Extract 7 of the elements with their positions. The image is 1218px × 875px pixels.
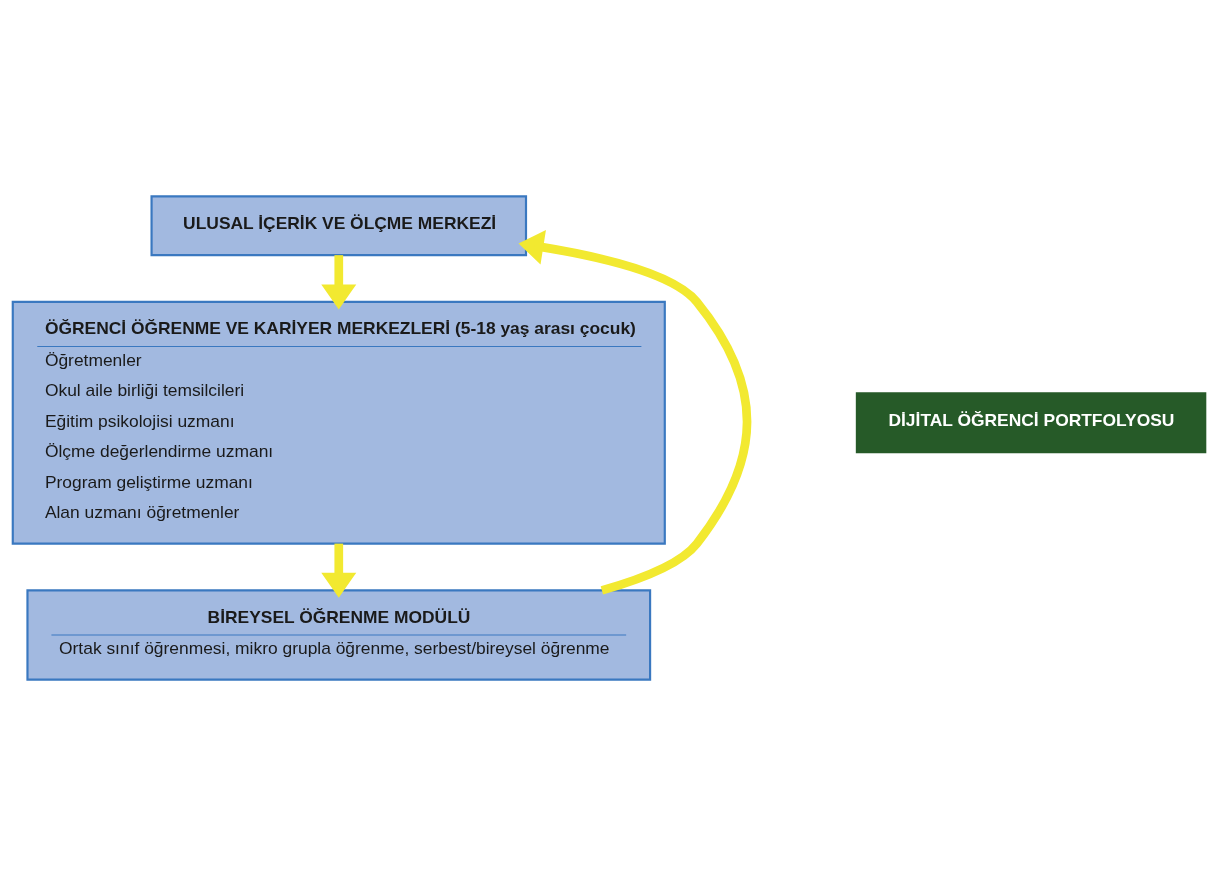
arrow <box>321 543 357 598</box>
node-box: BİREYSEL ÖĞRENME MODÜLÜ Ortak sınıf öğrenmesi, mikro grupla öğrenme, serbest/bireysel öğrenme <box>26 588 652 681</box>
arrow <box>518 229 752 595</box>
node-box: ÖĞRENCİ ÖĞRENME VE KARİYER MERKEZLERİ (5-18 yaş arası çocuk) Öğretmenler Okul aile birliği temsilcileri Eğitim psikolojisi uzmanı Ölçme değerlendirme uzmanı Program geliştirme uzmanı Alan uzmanı öğretmenler <box>11 300 666 545</box>
arrow <box>321 254 357 309</box>
node-box: DİJİTAL ÖĞRENCİ PORTFOLYOSU <box>855 391 1207 453</box>
node-box: ULUSAL İÇERİK VE ÖLÇME MERKEZİ <box>150 194 528 256</box>
